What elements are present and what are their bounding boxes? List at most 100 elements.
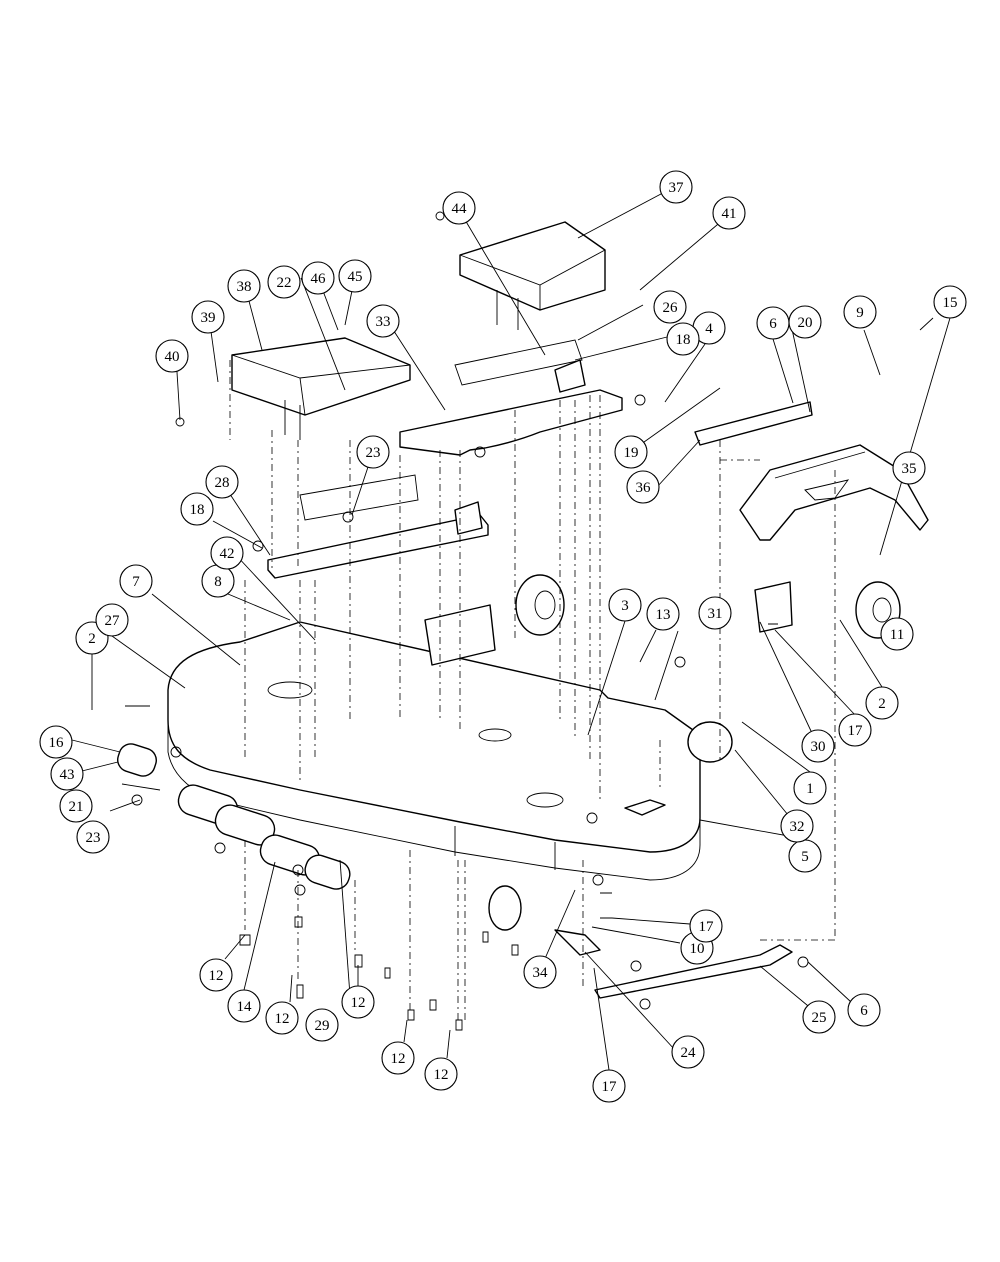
- callout-25: 25: [802, 1000, 836, 1034]
- assembly-guide-lines: [229, 360, 836, 1020]
- callout-38: 38: [227, 269, 261, 303]
- callout-20: 20: [788, 305, 822, 339]
- callout-31: 31: [698, 596, 732, 630]
- svg-text:12: 12: [275, 1011, 290, 1027]
- svg-text:17: 17: [699, 919, 715, 935]
- svg-text:25: 25: [812, 1010, 827, 1026]
- callout-12: 12: [265, 1001, 299, 1035]
- svg-text:19: 19: [624, 445, 639, 461]
- svg-text:36: 36: [636, 480, 652, 496]
- svg-text:18: 18: [676, 332, 691, 348]
- svg-text:37: 37: [669, 180, 685, 196]
- callout-33: 33: [366, 304, 400, 338]
- svg-text:38: 38: [237, 279, 252, 295]
- callout-13: 13: [646, 597, 680, 631]
- svg-text:22: 22: [277, 275, 292, 291]
- svg-text:26: 26: [663, 300, 679, 316]
- callout-11: 11: [880, 617, 914, 651]
- svg-text:14: 14: [237, 999, 253, 1015]
- callout-18: 18: [180, 492, 214, 526]
- svg-text:7: 7: [132, 574, 140, 590]
- callout-35: 35: [892, 451, 926, 485]
- svg-text:6: 6: [769, 316, 777, 332]
- svg-text:31: 31: [708, 606, 723, 622]
- callout-17: 17: [689, 909, 723, 943]
- callout-14: 14: [227, 989, 261, 1023]
- svg-text:39: 39: [201, 310, 216, 326]
- lower-mount-plate: [267, 474, 489, 579]
- callout-15: 15: [933, 285, 967, 319]
- callout-12: 12: [381, 1041, 415, 1075]
- svg-text:40: 40: [165, 349, 180, 365]
- callout-2: 2: [865, 686, 899, 720]
- svg-text:17: 17: [848, 723, 864, 739]
- callout-8: 8: [201, 564, 235, 598]
- callout-12: 12: [199, 958, 233, 992]
- callout-45: 45: [338, 259, 372, 293]
- svg-text:9: 9: [856, 305, 864, 321]
- side-brackets: [424, 401, 813, 666]
- callout-9: 9: [843, 295, 877, 329]
- svg-text:12: 12: [434, 1067, 449, 1083]
- svg-text:30: 30: [811, 739, 826, 755]
- lift-linkage: [554, 929, 793, 999]
- svg-text:12: 12: [209, 968, 224, 984]
- callout-41: 41: [712, 196, 746, 230]
- svg-text:5: 5: [801, 849, 809, 865]
- callout-3: 3: [608, 588, 642, 622]
- svg-text:28: 28: [215, 475, 230, 491]
- callout-23: 23: [76, 820, 110, 854]
- callout-17: 17: [838, 713, 872, 747]
- callout-34: 34: [523, 955, 557, 989]
- anti-scalp-rollers: [117, 743, 351, 890]
- svg-text:2: 2: [88, 631, 96, 647]
- svg-text:12: 12: [391, 1051, 406, 1067]
- svg-text:18: 18: [190, 502, 205, 518]
- hardware-fasteners: [125, 211, 809, 1031]
- callout-21: 21: [59, 789, 93, 823]
- svg-text:41: 41: [722, 206, 737, 222]
- callout-32: 32: [780, 809, 814, 843]
- svg-text:44: 44: [452, 201, 468, 217]
- callout-10: 10: [680, 931, 714, 965]
- callout-6: 6: [756, 306, 790, 340]
- callout-24: 24: [671, 1035, 705, 1069]
- callout-7: 7: [119, 564, 153, 598]
- svg-text:27: 27: [105, 613, 121, 629]
- upper-mount-plate: [399, 339, 623, 456]
- svg-text:17: 17: [602, 1079, 618, 1095]
- svg-text:46: 46: [311, 271, 327, 287]
- callout-16: 16: [39, 725, 73, 759]
- callout-5: 5: [788, 839, 822, 873]
- callout-40: 40: [155, 339, 189, 373]
- svg-text:45: 45: [348, 269, 363, 285]
- svg-text:29: 29: [315, 1018, 330, 1034]
- callout-44: 44: [442, 191, 476, 225]
- svg-text:42: 42: [220, 546, 235, 562]
- svg-text:10: 10: [690, 941, 705, 957]
- svg-text:6: 6: [860, 1003, 868, 1019]
- callout-6: 6: [847, 993, 881, 1027]
- callout-46: 46: [301, 261, 335, 295]
- svg-text:20: 20: [798, 315, 813, 331]
- svg-text:11: 11: [890, 627, 904, 643]
- callout-1: 1: [793, 771, 827, 805]
- svg-text:32: 32: [790, 819, 805, 835]
- svg-text:16: 16: [49, 735, 65, 751]
- callout-28: 28: [205, 465, 239, 499]
- svg-text:23: 23: [366, 445, 381, 461]
- belt-cover-right: [459, 221, 606, 330]
- svg-text:1: 1: [806, 781, 814, 797]
- mower-deck: [167, 621, 701, 881]
- svg-text:3: 3: [621, 598, 629, 614]
- callout-23: 23: [356, 435, 390, 469]
- gauge-wheels: [488, 574, 901, 931]
- callout-36: 36: [626, 470, 660, 504]
- callout-19: 19: [614, 435, 648, 469]
- callout-26: 26: [653, 290, 687, 324]
- callout-30: 30: [801, 729, 835, 763]
- svg-text:24: 24: [681, 1045, 697, 1061]
- callout-18: 18: [666, 322, 700, 356]
- svg-text:34: 34: [533, 965, 549, 981]
